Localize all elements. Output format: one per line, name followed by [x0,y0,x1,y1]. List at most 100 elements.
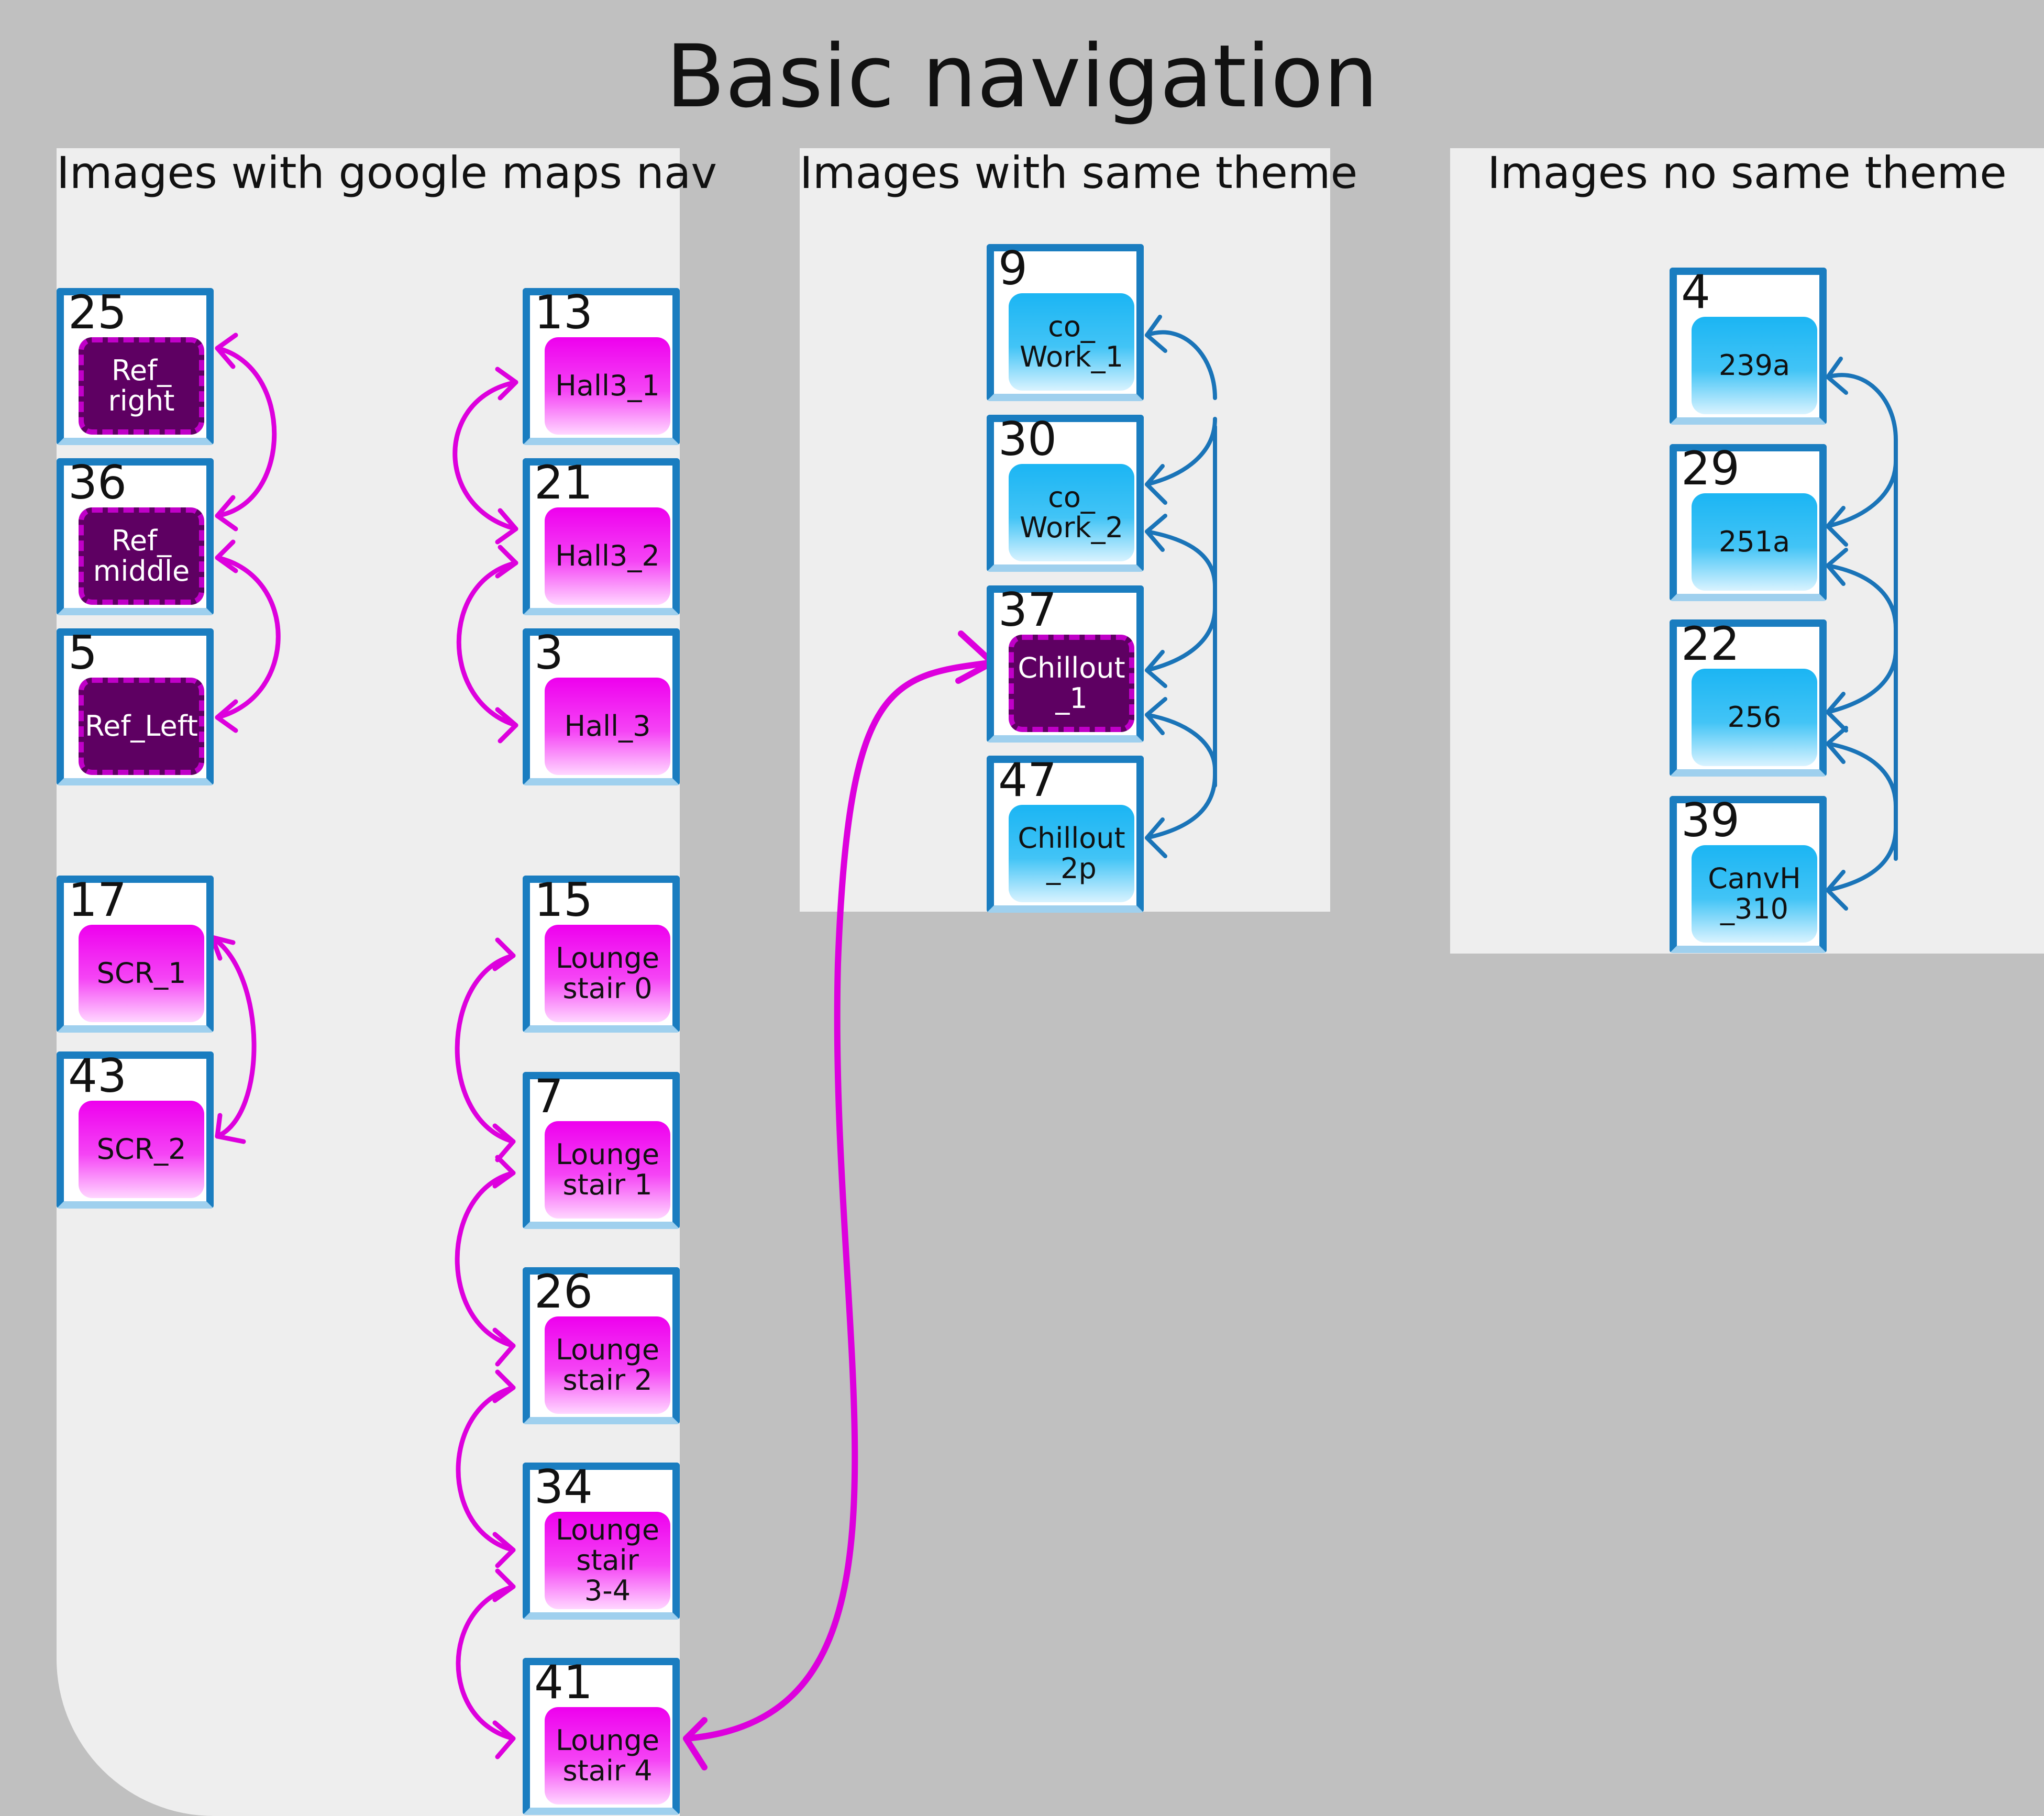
arrowhead [1145,464,1167,505]
card-button[interactable]: Chillout_2p [1009,805,1134,902]
card-button[interactable]: co_Work_2 [1009,464,1134,561]
card-button[interactable]: CanvH_310 [1692,845,1817,943]
panel-title-same-theme: Images with same theme [800,147,1358,198]
card-button[interactable]: Hall3_1 [545,337,670,435]
card-button[interactable]: Ref_middle [79,507,204,605]
arrowhead [492,1369,516,1403]
card-button[interactable]: SCR_1 [79,925,204,1022]
card-number: 13 [534,285,593,339]
card-number: 7 [534,1069,564,1123]
card-ref-left[interactable]: 5 Ref_Left [57,626,214,785]
card-number: 5 [68,626,97,680]
card-number: 17 [68,873,127,927]
card-chillout-2p[interactable]: 47 Chillout_2p [987,753,1144,913]
arrowhead [215,333,238,369]
arrow-scr-1-2 [209,935,257,1139]
arrowhead [1826,357,1848,395]
arrow-group-hall [452,367,518,744]
arrow-to-256 [1826,647,1898,714]
card-hall3-2[interactable]: 21 Hall3_2 [523,456,680,615]
arrowhead [215,699,238,733]
card-hall3-1[interactable]: 13 Hall3_1 [523,285,680,445]
card-number: 25 [68,285,127,339]
card-number: 34 [534,1460,593,1514]
card-scr-2[interactable]: 43 SCR_2 [57,1049,214,1209]
card-button[interactable]: co_Work_1 [1009,293,1134,391]
arrow-group-lounge [455,937,516,1759]
card-button[interactable]: SCR_2 [79,1101,204,1198]
arrow-group-scr [209,935,257,1144]
arrowhead [1826,506,1848,547]
arrow-to-canvh310 [1826,825,1898,892]
card-ref-right[interactable]: 25 Ref_right [57,285,214,445]
arrow-from-251a [1826,563,1898,630]
arrowhead [215,539,238,573]
card-256[interactable]: 22 256 [1670,617,1827,777]
card-scr-1[interactable]: 17 SCR_1 [57,873,214,1033]
card-number: 47 [998,753,1057,807]
card-canvh-310[interactable]: 39 CanvH_310 [1670,793,1827,953]
arrowhead [492,1532,516,1568]
arrowhead [215,495,238,531]
card-251a[interactable]: 29 251a [1670,441,1827,601]
card-239a[interactable]: 4 239a [1670,265,1827,425]
arrow-group-ref [215,333,281,733]
card-button[interactable]: Hall_3 [545,678,670,775]
card-chillout-1[interactable]: 37 Chillout_1 [987,583,1144,743]
arrow-lounge-2-3 [456,1385,516,1553]
arrowhead [492,1123,516,1162]
arrowhead [1145,315,1167,353]
arrowhead [495,508,518,545]
arrowhead [492,1327,516,1367]
page-title: Basic navigation [666,26,1378,127]
card-button[interactable]: 251a [1692,493,1817,591]
card-number: 4 [1681,265,1710,319]
card-number: 37 [998,583,1057,637]
arrowhead [683,1717,708,1770]
arrow-hall3-2-3 [456,560,518,728]
card-co-work-1[interactable]: 9 co_Work_1 [987,241,1144,401]
card-co-work-2[interactable]: 30 co_Work_2 [987,412,1144,572]
arrow-ref-right-middle [215,346,277,518]
card-hall-3[interactable]: 3 Hall_3 [523,626,680,785]
card-button[interactable]: Chillout_1 [1009,635,1134,732]
card-button[interactable]: Ref_Left [79,678,204,775]
arrow-to-cowork2 [1145,417,1217,486]
arrowhead [495,707,518,744]
panel-title-no-same-theme: Images no same theme [1487,147,2007,198]
arrowhead [215,1113,246,1144]
card-button[interactable]: Ref_right [79,337,204,435]
arrow-hall3-1-2 [452,380,518,531]
arrowhead [1145,650,1167,688]
arrowhead [1826,726,1848,764]
arrowhead [492,1155,516,1189]
arrow-to-chillout1 [1145,605,1217,672]
card-button[interactable]: 256 [1692,669,1817,766]
card-button[interactable]: 239a [1692,317,1817,414]
card-number: 26 [534,1265,593,1319]
card-button[interactable]: Hall3_2 [545,507,670,605]
arrowhead [492,937,516,971]
card-number: 39 [1681,793,1740,847]
arrowhead [1145,817,1167,858]
arrow-lounge-1-2 [455,1170,516,1348]
arrowhead [1145,514,1167,552]
card-ref-middle[interactable]: 36 Ref_middle [57,456,214,615]
card-number: 15 [534,873,593,927]
arrowhead [1145,697,1167,735]
arrowhead [492,1720,516,1759]
panel-title-google-maps-nav: Images with google maps nav [57,147,717,198]
arrow-lounge-0-1 [455,953,516,1144]
